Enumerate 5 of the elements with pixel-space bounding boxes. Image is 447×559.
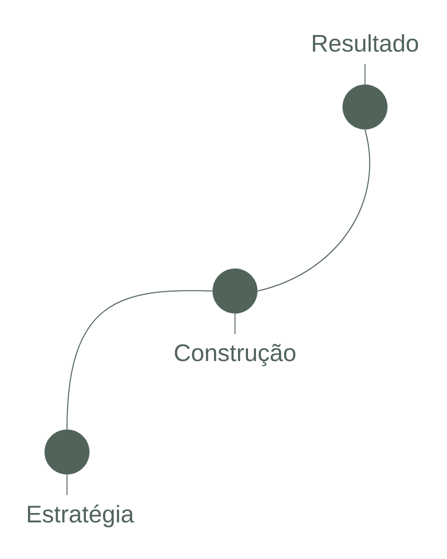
curved-connector — [66, 290, 213, 430]
milestone-label: Resultado — [312, 34, 418, 52]
curved-connector — [257, 129, 370, 292]
milestone-label: Construção — [174, 344, 296, 366]
milestone-label: Estratégia — [28, 504, 134, 528]
